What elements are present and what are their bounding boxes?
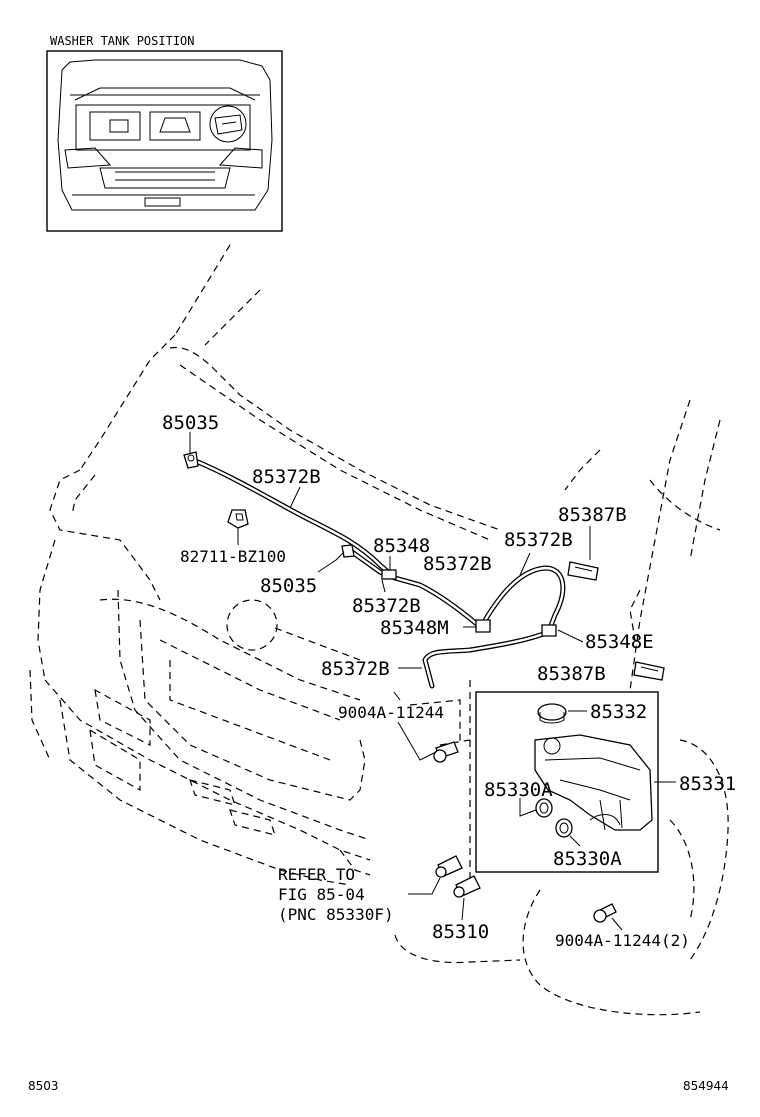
hose-joint-85348 [381,569,397,580]
label-85310: 85310 [432,921,489,943]
washer-pump-85310-lower [453,875,481,898]
label-85348e: 85348E [585,631,654,653]
label-85330a-left: 85330A [484,779,553,801]
grommet-85330a-left [535,798,553,818]
label-82711-bz100: 82711-BZ100 [180,547,286,566]
label-85387b-bottom: 85387B [537,663,606,685]
washer-nozzle-85035-mid [341,544,355,558]
hose-joint-85348m [475,619,491,633]
label-85372b-top: 85372B [252,466,321,488]
hose-clamp-85387b-bottom [633,661,665,681]
washer-parts [183,451,665,923]
hose-clamp-85387b-top [567,561,599,581]
refer-line-1: REFER TO [278,865,355,884]
washer-cap-85332 [537,703,567,724]
label-85372b-right: 85372B [504,529,573,551]
inset-title: WASHER TANK POSITION [50,34,195,48]
refer-line-3: (PNC 85330F) [278,905,394,924]
label-85035-mid: 85035 [260,575,317,597]
refer-note: REFER TO FIG 85-04 (PNC 85330F) [278,865,394,924]
label-85348m: 85348M [380,617,449,639]
footer-figure-number: 8503 [28,1079,59,1093]
label-85372b-low: 85372B [321,658,390,680]
label-9004a-11244-2: 9004A-11244(2) [555,931,690,950]
label-85348: 85348 [373,535,430,557]
part-labels: 85035 85372B 82711-BZ100 85348 85372B 85… [162,412,736,950]
clip-82711 [227,509,249,529]
label-85035-top: 85035 [162,412,219,434]
washer-hoses [195,459,566,689]
label-85331: 85331 [679,773,736,795]
label-85372b-lower: 85372B [352,595,421,617]
hose-joint-85348e [541,624,557,637]
label-9004a-11244-top: 9004A-11244 [338,703,444,722]
grommet-85330a-right [555,818,573,838]
washer-pump-85310-upper [435,855,463,878]
washer-tank-85331 [534,734,653,831]
inset-panel: WASHER TANK POSITION [46,34,283,232]
bolt-9004a-bottom [593,903,617,923]
label-85332: 85332 [590,701,647,723]
label-85372b-mid: 85372B [423,553,492,575]
vehicle-body-outline [29,244,729,1016]
leader-lines [189,432,676,931]
footer-illustration-number: 854944 [683,1079,729,1093]
washer-nozzle-85035-top [183,451,199,469]
label-85330a-right: 85330A [553,848,622,870]
refer-line-2: FIG 85-04 [278,885,365,904]
bolt-9004a-top [433,741,459,763]
inset-frame [46,50,283,232]
inset-vehicle-front-illustration [57,59,273,211]
label-85387b-top: 85387B [558,504,627,526]
